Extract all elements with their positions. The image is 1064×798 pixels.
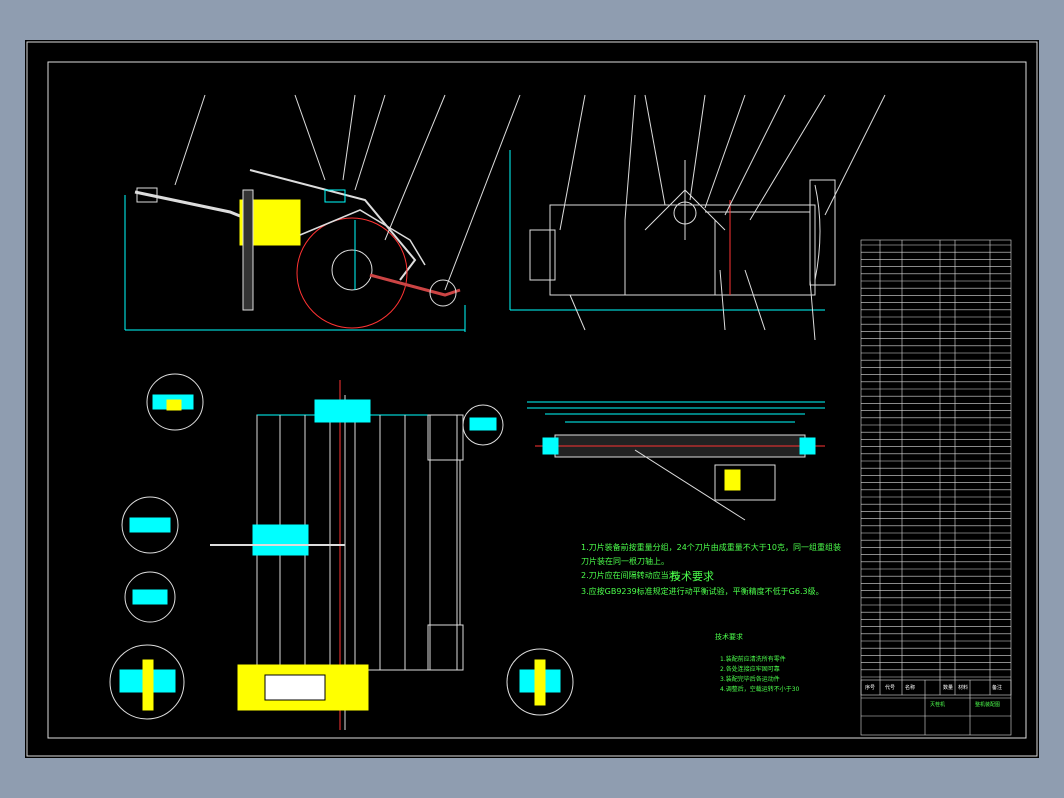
title-block-drawing-name: 整机装配图 — [975, 702, 1001, 708]
front-view — [509, 94, 886, 341]
tech-note-line: 4.调整后，空载运转不小于30 — [720, 686, 800, 693]
tech-requirement-line: 2.刀片应在间隔转动应当活。 — [581, 571, 685, 580]
title-block-label: 数量 — [943, 685, 954, 691]
tech-note-line: 1.装配前应清洗所有零件 — [720, 656, 786, 663]
detail-circles — [109, 373, 574, 720]
side-view — [124, 94, 521, 332]
title-block-label: 备注 — [992, 685, 1003, 691]
outer-frame — [26, 41, 1038, 757]
inner-frame — [47, 61, 1027, 739]
drawing-sheet: 技术要求 1.刀片装备前按重量分组，24个刀片由成重量不大于10克，同一组重组装… — [25, 40, 1039, 758]
parts-list — [860, 239, 1012, 696]
tech-requirement-line: 3.应按GB9239标准规定进行动平衡试验，平衡精度不低于G6.3级。 — [581, 587, 824, 596]
tech-note-line: 2.各处连接应牢固可靠 — [720, 666, 780, 673]
tech-notes-title: 技术要求 — [715, 633, 743, 641]
rotor-shaft-view — [527, 401, 825, 521]
title-block — [860, 679, 1012, 736]
title-block-label: 代号 — [885, 685, 896, 691]
plan-view — [210, 380, 464, 730]
tech-requirement-line: 刀片装在同一根刀轴上。 — [581, 557, 669, 566]
tech-requirement-line: 1.刀片装备前按重量分组，24个刀片由成重量不大于10克，同一组重组装 — [581, 543, 841, 552]
title-block-label: 材料 — [958, 685, 969, 691]
tech-note-line: 3.装配完毕后各运动件 — [720, 676, 780, 683]
title-block-label: 名称 — [905, 685, 916, 691]
title-block-company: 灭茬机 — [930, 702, 946, 708]
tech-requirements-title: 技术要求 — [670, 570, 714, 583]
title-block-label: 序号 — [865, 685, 876, 691]
cad-drawing — [26, 41, 1038, 757]
